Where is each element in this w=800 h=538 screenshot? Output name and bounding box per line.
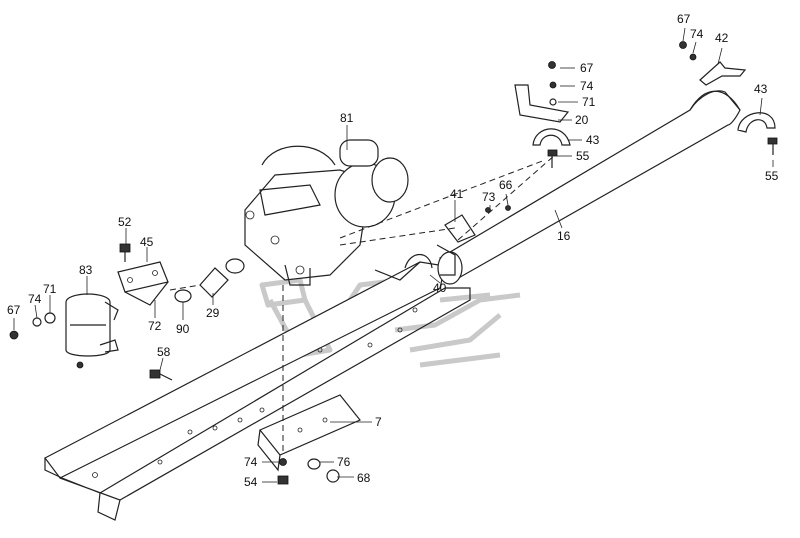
label-81: 81 xyxy=(340,111,354,125)
label-43-mid: 43 xyxy=(586,133,600,147)
label-71-left: 71 xyxy=(43,282,57,296)
label-67-right: 67 xyxy=(677,12,691,26)
left-fasteners xyxy=(9,312,56,340)
label-76: 76 xyxy=(337,455,351,469)
label-20: 20 xyxy=(575,113,589,127)
label-90: 90 xyxy=(176,322,190,336)
label-29: 29 xyxy=(206,306,220,320)
bolts xyxy=(119,243,173,381)
label-55-mid: 55 xyxy=(576,149,590,163)
label-43-right: 43 xyxy=(754,82,768,96)
label-58: 58 xyxy=(157,345,171,359)
label-72: 72 xyxy=(148,319,162,333)
label-41: 41 xyxy=(450,187,464,201)
heater-unit xyxy=(244,139,409,286)
label-45: 45 xyxy=(140,235,154,249)
label-40: 40 xyxy=(433,281,447,295)
leader-lines xyxy=(13,27,774,483)
pipe-bracket-20 xyxy=(514,61,571,168)
label-73: 73 xyxy=(482,190,496,204)
label-74-left: 74 xyxy=(28,292,42,306)
label-71-mid: 71 xyxy=(582,95,596,109)
pipe-bracket-42 xyxy=(679,41,778,155)
hose-clamp xyxy=(174,258,245,303)
bracket-45 xyxy=(117,261,169,306)
label-67-mid: 67 xyxy=(580,61,594,75)
label-74-bottom: 74 xyxy=(244,455,258,469)
label-52: 52 xyxy=(118,215,132,229)
label-74-right: 74 xyxy=(690,27,704,41)
bracket-plate xyxy=(257,394,361,472)
label-74-mid: 74 xyxy=(580,79,594,93)
label-68: 68 xyxy=(357,471,371,485)
label-7: 7 xyxy=(375,415,382,429)
pipe-clamp-41 xyxy=(404,205,511,276)
exhaust-pipe xyxy=(437,90,741,285)
label-66: 66 xyxy=(499,178,513,192)
fuel-filter xyxy=(65,293,119,369)
bottom-fasteners xyxy=(277,458,340,485)
label-54: 54 xyxy=(244,475,258,489)
label-42: 42 xyxy=(715,31,729,45)
label-67-left: 67 xyxy=(7,303,21,317)
label-83: 83 xyxy=(79,263,93,277)
part-labels: 81 52 45 83 71 74 67 72 90 29 58 7 74 76… xyxy=(7,12,779,489)
label-16: 16 xyxy=(557,229,571,243)
label-55-right: 55 xyxy=(765,169,779,183)
